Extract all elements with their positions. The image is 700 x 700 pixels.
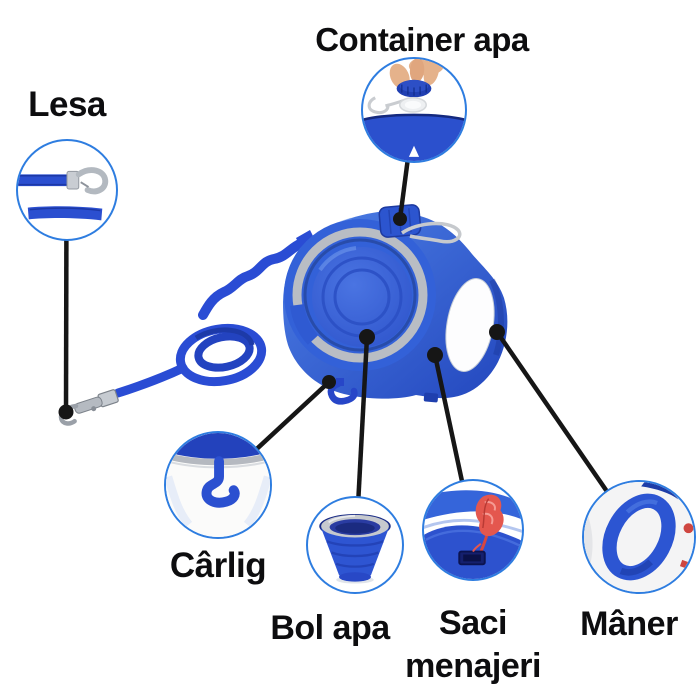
callout-dot-bol	[359, 329, 375, 345]
device-bowl	[284, 219, 436, 371]
callout-dot-maner	[489, 324, 505, 340]
water-container-icon	[363, 59, 465, 161]
label-bol-apa: Bol apa	[270, 609, 390, 647]
callout-dots	[58, 212, 505, 420]
water-bowl-icon	[319, 513, 391, 584]
callout-dot-saci	[427, 347, 443, 363]
callout-dot-carlig	[322, 375, 336, 389]
label-container-apa: Container apa	[315, 21, 529, 58]
waste-bags-icon	[424, 490, 522, 579]
saci-menajeri-thumbnail	[422, 479, 524, 581]
leash-assembly	[58, 238, 307, 426]
callout-dot-container	[393, 212, 407, 226]
hook-icon	[166, 433, 270, 537]
leash-clasp-icon	[18, 167, 109, 221]
handle-icon	[584, 482, 694, 592]
label-carlig: Cârlig	[169, 546, 267, 585]
device-hook	[327, 380, 358, 405]
leash-strap	[198, 238, 307, 320]
label-lesa: Lesa	[28, 85, 106, 124]
label-saci-menajeri: Saci menajeri	[405, 604, 541, 685]
leash-device	[283, 204, 508, 405]
callout-dot-lesa	[58, 404, 74, 420]
maner-thumbnail	[582, 480, 696, 594]
bol-apa-thumbnail	[306, 496, 404, 594]
lesa-thumbnail	[16, 139, 118, 241]
container-apa-thumbnail	[361, 57, 467, 163]
label-maner: Mâner	[580, 605, 678, 643]
cord-loop	[401, 221, 462, 244]
carlig-thumbnail	[164, 431, 272, 539]
